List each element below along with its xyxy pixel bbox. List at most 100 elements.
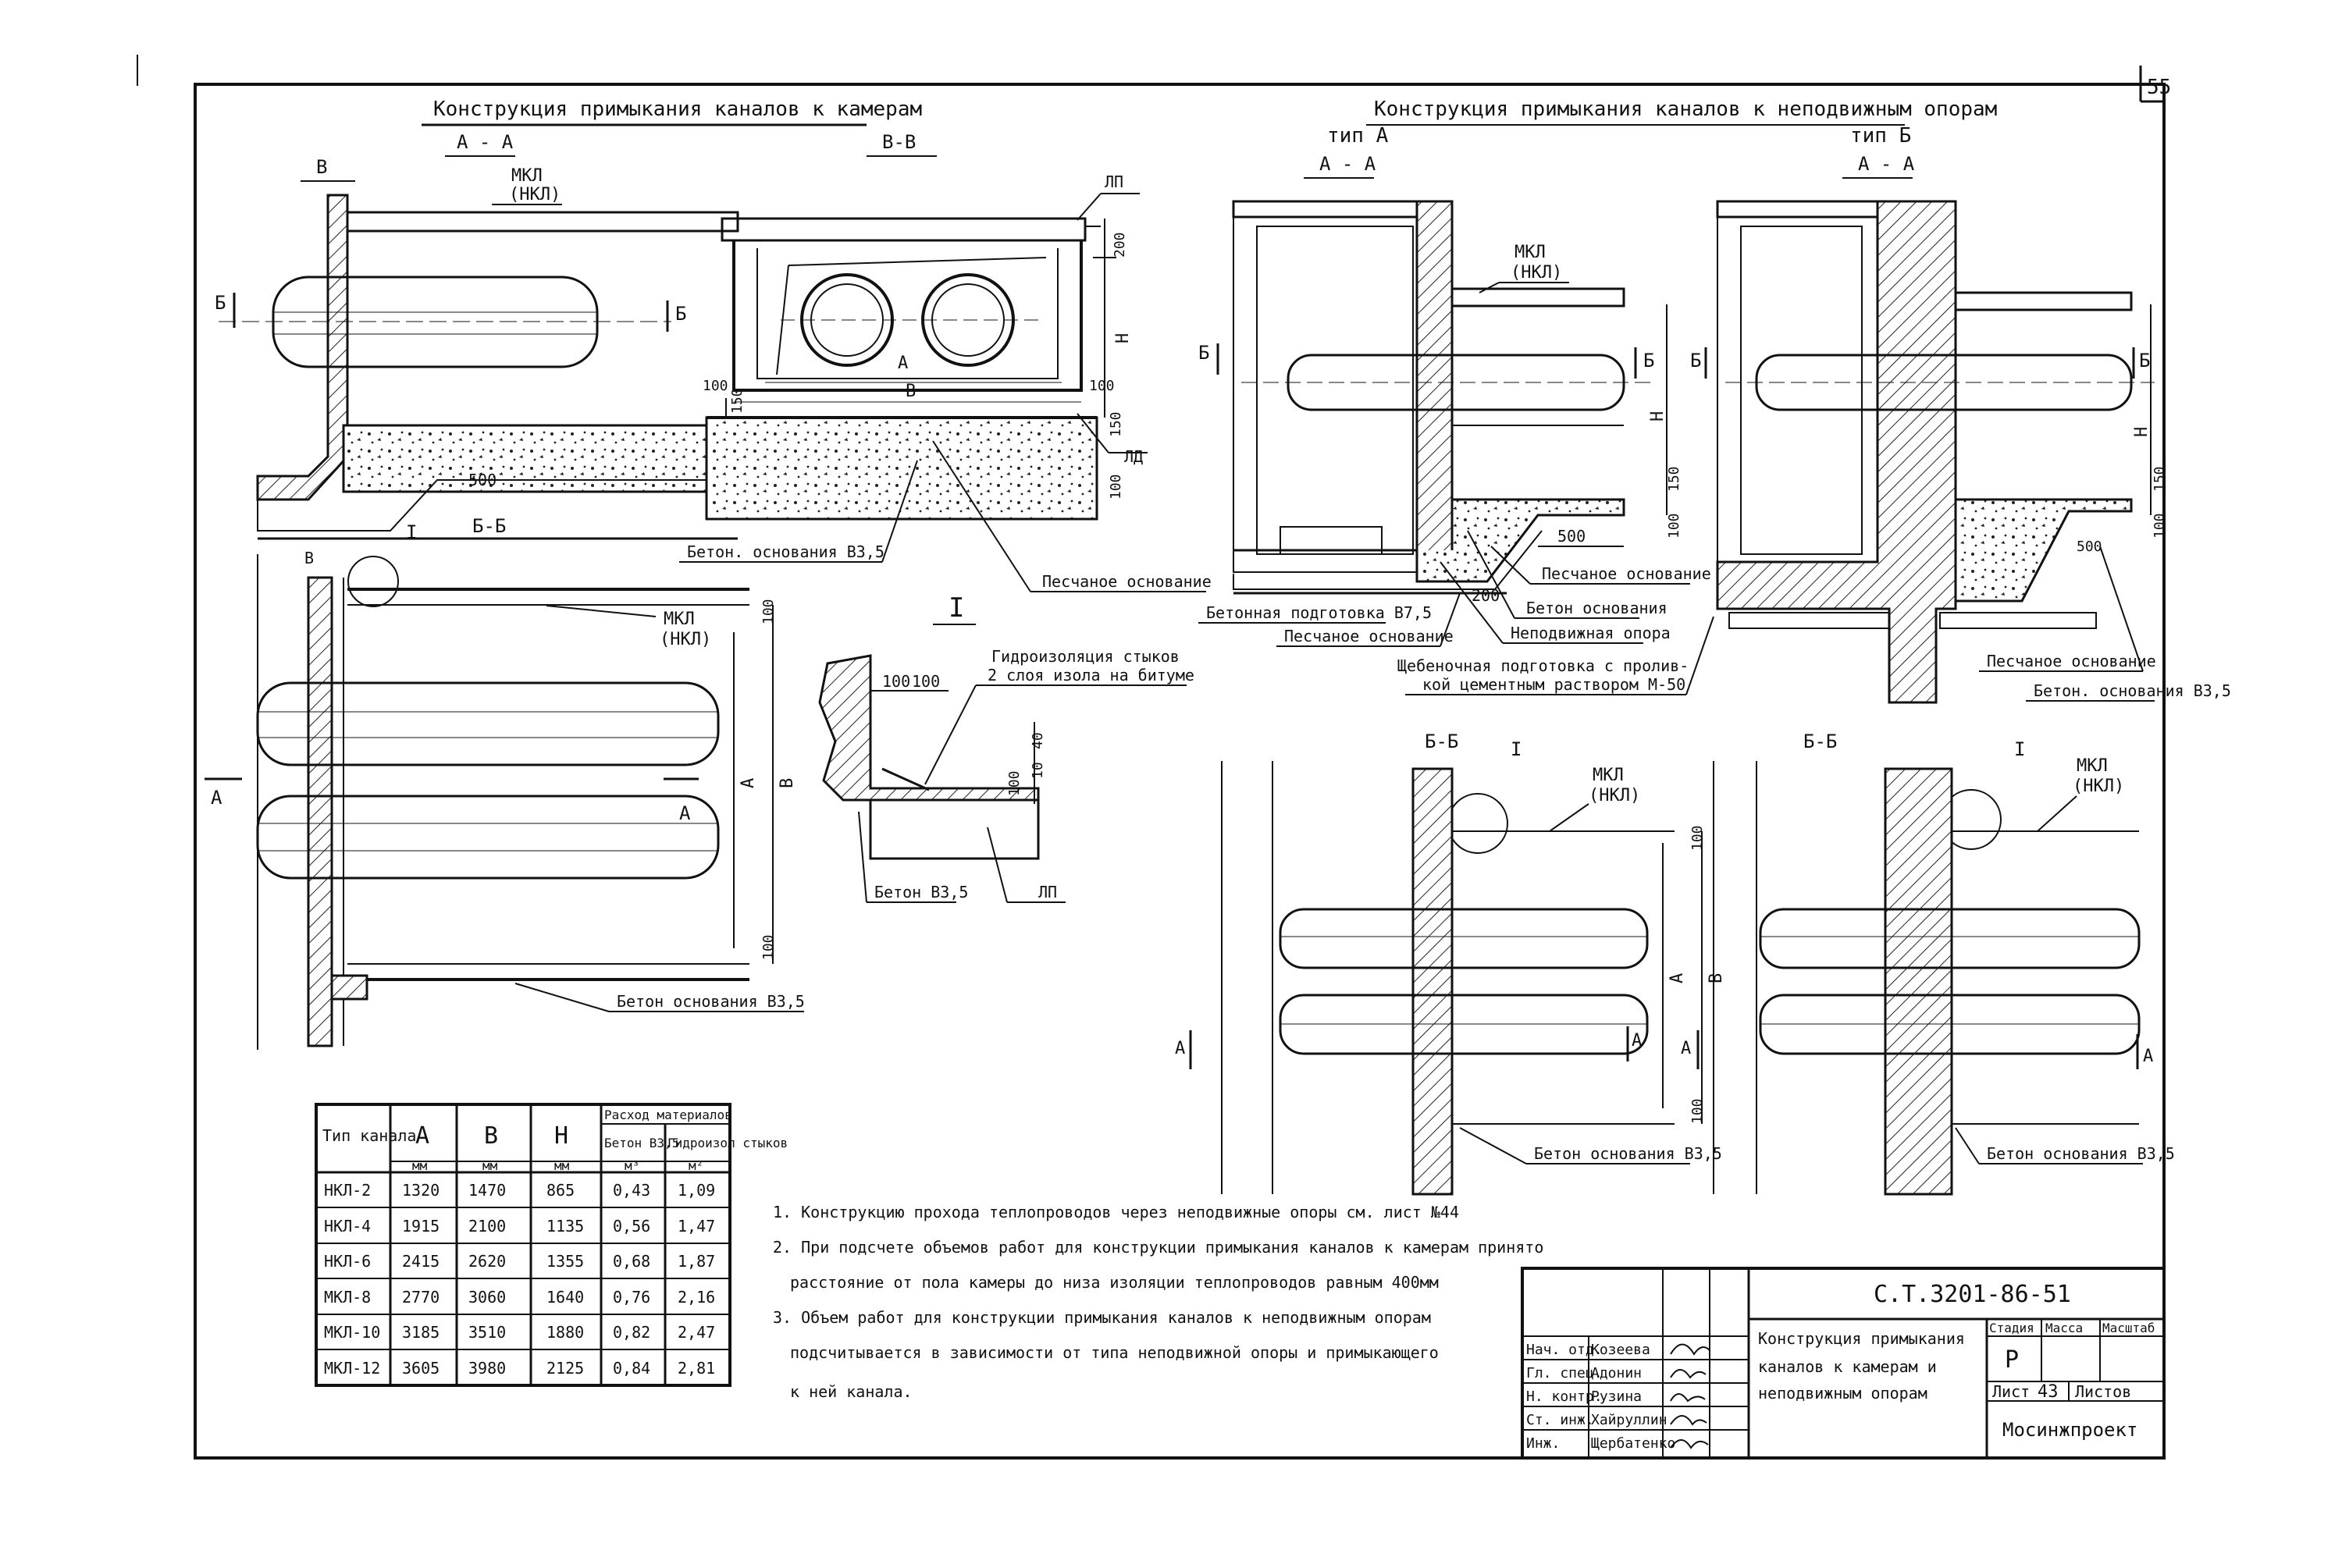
detail-i: I Гидроизоляция стыков 2 слоя изола на б… <box>818 592 1194 903</box>
dim-100-bb-base: 100 <box>1108 474 1124 500</box>
dim-150-bb-base: 150 <box>1108 411 1124 437</box>
stamp-name: Козеева <box>1591 1342 1650 1358</box>
table-header-a: А <box>415 1122 429 1150</box>
stamp-name: Щербатенко <box>1591 1435 1675 1452</box>
dim-letter-a-type-a: А <box>1668 973 1687 983</box>
label-nkl-type-b-plan: (НКЛ) <box>2073 777 2124 796</box>
table-unit-h: мм <box>554 1158 570 1173</box>
dim-500-type-a: 500 <box>1557 527 1586 546</box>
dim-40-detail: 40 <box>1030 732 1046 749</box>
table-header-type: Тип канала <box>322 1126 416 1145</box>
table-cell: МКЛ-10 <box>324 1323 380 1342</box>
label-nkl-type-a: (НКЛ) <box>1511 263 1562 283</box>
stamp-stage-header: Стадия <box>1989 1321 2034 1335</box>
table-header-beton: Бетон В3,5 <box>604 1136 679 1150</box>
table-cell: 1,09 <box>678 1181 715 1200</box>
section-label-type-b-b-b: Б-Б <box>1803 731 1837 752</box>
dim-100-type-b: 100 <box>2152 513 2168 539</box>
dim-letter-a-bb: А <box>898 354 908 373</box>
stamp-role: Ст. инж. <box>1526 1412 1594 1428</box>
view-bb: В-В А В 100 100 200 Н ЛП ЛД <box>679 131 1212 592</box>
label-shchebenochnaya-2: кой цементным раствором М-50 <box>1422 675 1685 694</box>
table-row: МКЛ-8 2770 3060 1640 0,76 2,16 <box>324 1288 715 1307</box>
view-type-a-b-b: Б-Б I МКЛ (НКЛ) А В 100 100 А А Бетон ос… <box>1175 731 1726 1196</box>
title-type-a: тип А <box>1327 124 1389 148</box>
cut-mark-b-type-b-l: Б <box>1690 350 1701 372</box>
dim-100-left-bot: 100 <box>760 934 777 960</box>
cut-mark-a-type-a-l: А <box>1175 1039 1185 1058</box>
signature <box>1670 1415 1707 1426</box>
cut-mark-a-type-a-r: А <box>1632 1031 1642 1051</box>
table-header-v: В <box>484 1122 498 1150</box>
table-cell: 1,87 <box>678 1252 715 1271</box>
table-header-group: Расход материалов <box>604 1108 732 1122</box>
dim-letter-v-left: В <box>304 549 314 567</box>
view-type-a-aa: А - А Б Б Н 150 100 500 200 МКЛ (НКЛ) <box>1198 153 1714 695</box>
signature <box>1670 1439 1709 1449</box>
dim-letter-v-type-a: В <box>1707 973 1726 983</box>
label-peschanoe-type-a: Песчаное основание <box>1542 564 1711 583</box>
view-aa-left: А - А В МКЛ (НКЛ) Б Б 150 100 500 <box>215 131 746 540</box>
label-nepodvizhnaya-type-a: Неподвижная опора <box>1511 624 1671 642</box>
table-header-gidro: Гидроизол стыков <box>667 1136 788 1150</box>
table-row: МКЛ-10 3185 3510 1880 0,82 2,47 <box>324 1323 715 1342</box>
table-cell: 1915 <box>402 1217 440 1236</box>
dim-100-left-top: 100 <box>760 599 777 624</box>
table-row: НКЛ-6 2415 2620 1355 0,68 1,87 <box>324 1252 715 1271</box>
stamp-mass-header: Масса <box>2045 1321 2083 1335</box>
section-label-type-a-aa: А - А <box>1319 153 1376 175</box>
title-right: Конструкция примыкания каналов к неподви… <box>1374 98 1997 121</box>
label-beton-podgotovka: Бетонная подготовка В7,5 <box>1206 603 1432 622</box>
label-shchebenochnaya-1: Щебеночная подготовка с пролив- <box>1397 656 1689 675</box>
label-nkl-left-plan: (НКЛ) <box>660 630 711 649</box>
table-cell: 1135 <box>546 1217 584 1236</box>
table-cell: 3510 <box>468 1323 506 1342</box>
table-row: НКЛ-2 1320 1470 865 0,43 1,09 <box>324 1181 715 1200</box>
label-peschanoe-bb: Песчаное основание <box>1042 572 1212 591</box>
stamp-title-1: Конструкция примыкания <box>1758 1329 1965 1348</box>
stamp-stage: Р <box>2005 1346 2019 1374</box>
label-beton-v35-detail: Бетон В3,5 <box>874 883 968 901</box>
table-row: НКЛ-4 1915 2100 1135 0,56 1,47 <box>324 1217 715 1236</box>
stamp-role: Нач. отд. <box>1526 1342 1603 1358</box>
note-1: 1. Конструкцию прохода теплопроводов чер… <box>773 1203 1459 1221</box>
dim-100-type-a-top: 100 <box>1689 825 1706 851</box>
sheet-frame <box>137 55 2166 1460</box>
stamp-org: Мосинжпроект <box>2002 1419 2137 1441</box>
table-cell: 2,81 <box>678 1359 715 1378</box>
section-label-bb: В-В <box>882 131 916 153</box>
label-peschanoe-type-b: Песчаное основание <box>1987 652 2156 670</box>
cut-mark-b-type-a-r: Б <box>1643 350 1654 372</box>
table-cell: МКЛ-8 <box>324 1288 371 1307</box>
table-cell: НКЛ-4 <box>324 1217 371 1236</box>
view-type-b-aa: А - А Б Б Н 150 100 500 Песчаное основан… <box>1690 153 2231 704</box>
table-cell: 2,47 <box>678 1323 715 1342</box>
title-block: С.Т.3201-86-51 Конструкция примыкания ка… <box>1521 1267 2166 1460</box>
detail-mark-left: I <box>406 521 417 543</box>
cut-mark-b-type-b-r: Б <box>2139 350 2150 372</box>
table-cell: МКЛ-12 <box>324 1359 380 1378</box>
label-beton-left-plan: Бетон основания В3,5 <box>617 992 805 1011</box>
table-cell: 3980 <box>468 1359 506 1378</box>
table-cell: 1880 <box>546 1323 584 1342</box>
dim-letter-v: В <box>316 156 327 178</box>
dim-letter-h-type-b: Н <box>2132 427 2152 437</box>
table-cell: 0,43 <box>613 1181 650 1200</box>
table-cell: 1355 <box>546 1252 584 1271</box>
table-cell: 1320 <box>402 1181 440 1200</box>
label-beton-type-a-plan: Бетон основания В3,5 <box>1534 1144 1722 1163</box>
dim-100-bb-l: 100 <box>703 378 728 394</box>
stamp-sheet-label: Лист <box>1992 1382 2030 1401</box>
stamp-name: Хайруллин <box>1591 1412 1668 1428</box>
dim-100-detail-v: 100 <box>1006 770 1023 796</box>
table-unit-gidro: м² <box>689 1158 703 1173</box>
table-unit-a: мм <box>412 1158 428 1173</box>
title-left: Конструкция примыкания каналов к камерам <box>433 98 922 121</box>
dim-100-bb-r: 100 <box>1089 378 1115 394</box>
label-mkl-left-plan: МКЛ <box>664 610 695 629</box>
label-nkl: (НКЛ) <box>509 185 561 204</box>
dim-150-type-a: 150 <box>1666 466 1682 492</box>
label-gidroizolyaciya-2: 2 слоя изола на битуме <box>988 666 1194 684</box>
cut-mark-b-left: Б <box>215 292 226 314</box>
